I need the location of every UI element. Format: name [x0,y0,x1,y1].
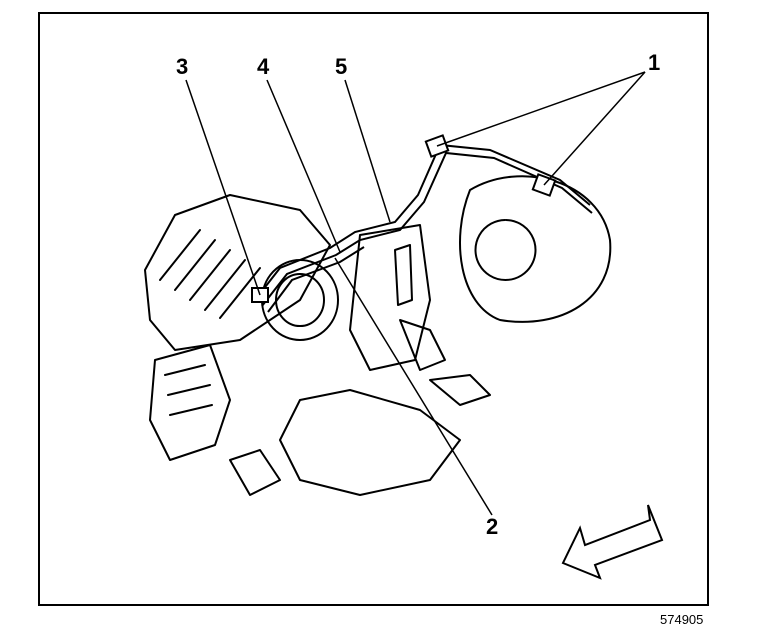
fuel-line-upper [254,143,591,301]
throttle-body [261,259,339,341]
callout-2: 2 [486,514,499,539]
leader-5 [344,79,391,223]
engine-lower-left [149,344,231,461]
callout-3: 3 [176,54,189,79]
callout-5: 5 [335,54,348,79]
callout-1: 1 [648,50,661,75]
leader-2 [334,257,493,516]
fuel-line-lower [261,151,593,307]
leader-1b [543,71,646,186]
leader-3 [185,79,261,296]
lower-components [279,389,461,496]
callout-4: 4 [257,54,270,79]
intake-manifold [144,194,331,351]
leader-4 [266,79,341,253]
leader-1a [436,71,646,147]
view-direction-arrow [561,504,664,580]
figure-number: 574905 [660,612,704,627]
